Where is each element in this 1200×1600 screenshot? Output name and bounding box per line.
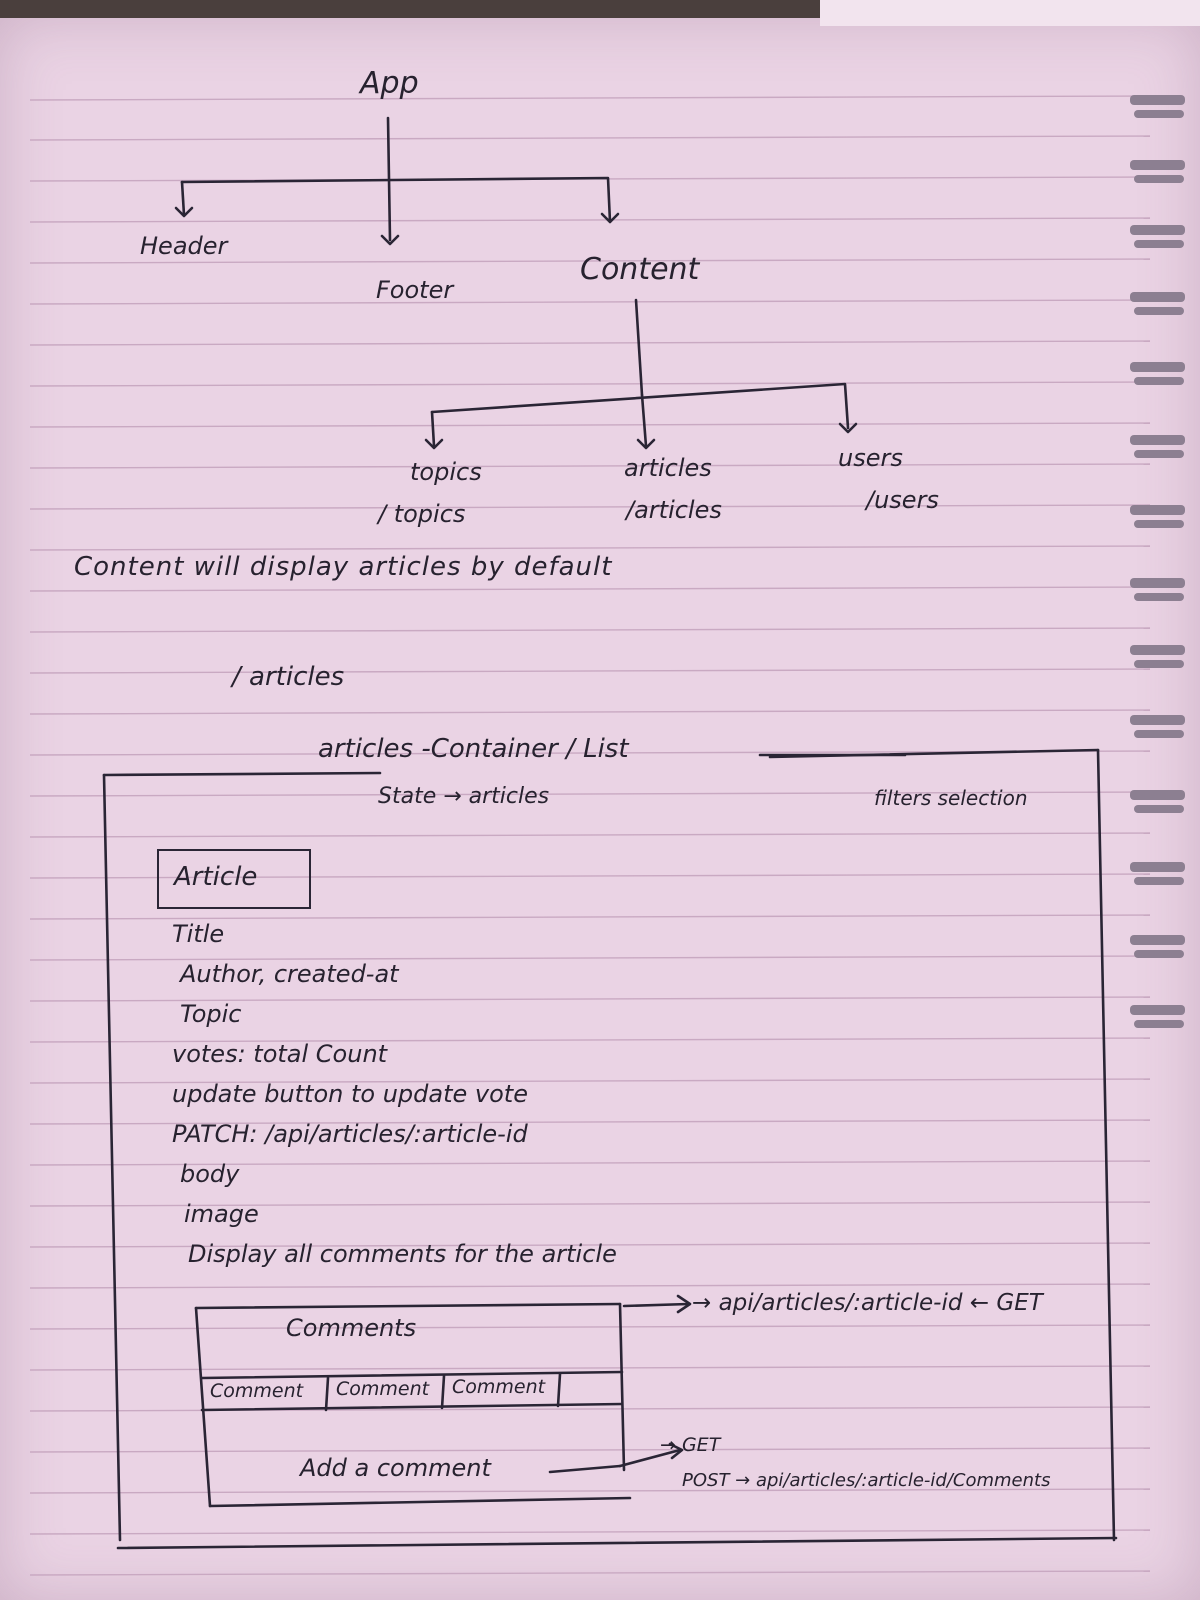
- route-heading: / articles: [232, 662, 344, 692]
- comment-cell-1-text: Comment: [210, 1380, 304, 1402]
- field-update-button: update button to update vote: [172, 1080, 528, 1108]
- post-get-label: → GET: [660, 1434, 720, 1456]
- default-note: Content will display articles by default: [74, 552, 612, 582]
- field-votes: votes: total Count: [172, 1040, 388, 1068]
- get-endpoint-text: → api/articles/:article-id ← GET: [692, 1290, 1043, 1316]
- node-content-label: Content: [580, 252, 700, 287]
- container-title-text: articles -Container / List: [318, 734, 629, 764]
- container-state: State → articles: [378, 784, 549, 809]
- field-patch-endpoint: PATCH: /api/articles/:article-id: [172, 1120, 528, 1148]
- add-comment: Add a comment: [300, 1454, 491, 1482]
- node-content: Content: [580, 252, 699, 287]
- filter-selection-text: filters selection: [874, 786, 1028, 810]
- comment-cell-3: Comment: [452, 1376, 545, 1398]
- post-get-label-text: → GET: [660, 1434, 721, 1456]
- container-state-text: State → articles: [378, 784, 550, 809]
- filter-selection: filters selection: [874, 786, 1028, 810]
- node-articles: articles: [624, 454, 712, 482]
- article-label-text: Article: [174, 862, 258, 892]
- field-author: Author, created-at: [180, 960, 399, 988]
- notebook-page: [0, 18, 1200, 1600]
- field-title: Title: [172, 920, 225, 948]
- node-users: users: [838, 444, 903, 472]
- node-footer-label: Footer: [376, 276, 454, 304]
- comment-cell-2: Comment: [336, 1378, 429, 1400]
- get-endpoint: → api/articles/:article-id ← GET: [692, 1290, 1043, 1316]
- route-articles: /articles: [626, 496, 722, 524]
- container-title: articles -Container / List: [318, 734, 629, 764]
- post-endpoint: POST → api/articles/:article-id/Comments: [682, 1470, 1050, 1491]
- route-heading-text: / articles: [232, 662, 345, 692]
- add-comment-text: Add a comment: [300, 1454, 491, 1482]
- node-topics: topics: [410, 458, 482, 486]
- comments-box: [194, 1302, 632, 1508]
- field-body: body: [180, 1160, 240, 1188]
- default-note-text: Content will display articles by default: [74, 552, 613, 582]
- comments-label: Comments: [286, 1314, 416, 1342]
- node-app: App: [360, 66, 419, 101]
- node-header-label: Header: [140, 232, 228, 260]
- field-topic: Topic: [180, 1000, 242, 1028]
- route-users-label: /users: [866, 486, 939, 514]
- article-label-box: [157, 849, 311, 909]
- endpoint-arrows: [548, 1294, 692, 1474]
- node-users-label: users: [838, 444, 903, 472]
- comment-cell-2-text: Comment: [336, 1378, 430, 1400]
- comments-label-text: Comments: [286, 1314, 417, 1342]
- tree-connectors: [174, 116, 858, 450]
- comment-cell-1: Comment: [210, 1380, 303, 1402]
- comment-cell-3-text: Comment: [452, 1376, 546, 1398]
- node-footer: Footer: [376, 276, 453, 304]
- spiral-binding: [1130, 95, 1185, 1028]
- node-articles-label: articles: [624, 454, 712, 482]
- article-fields: Title Author, created-at Topic votes: to…: [172, 914, 617, 1274]
- post-endpoint-text: POST → api/articles/:article-id/Comments: [682, 1470, 1051, 1491]
- route-topics: / topics: [378, 500, 465, 528]
- route-topics-label: / topics: [378, 500, 466, 528]
- field-image: image: [184, 1200, 259, 1228]
- node-header: Header: [140, 232, 227, 260]
- field-display-comments: Display all comments for the article: [188, 1240, 617, 1268]
- node-app-label: App: [360, 66, 419, 101]
- underlying-paper: [820, 0, 1200, 26]
- articles-container-box: [102, 748, 1118, 1550]
- node-topics-label: topics: [410, 458, 482, 486]
- article-label: Article: [174, 862, 257, 892]
- route-articles-label: /articles: [626, 496, 722, 524]
- route-users: /users: [866, 486, 939, 514]
